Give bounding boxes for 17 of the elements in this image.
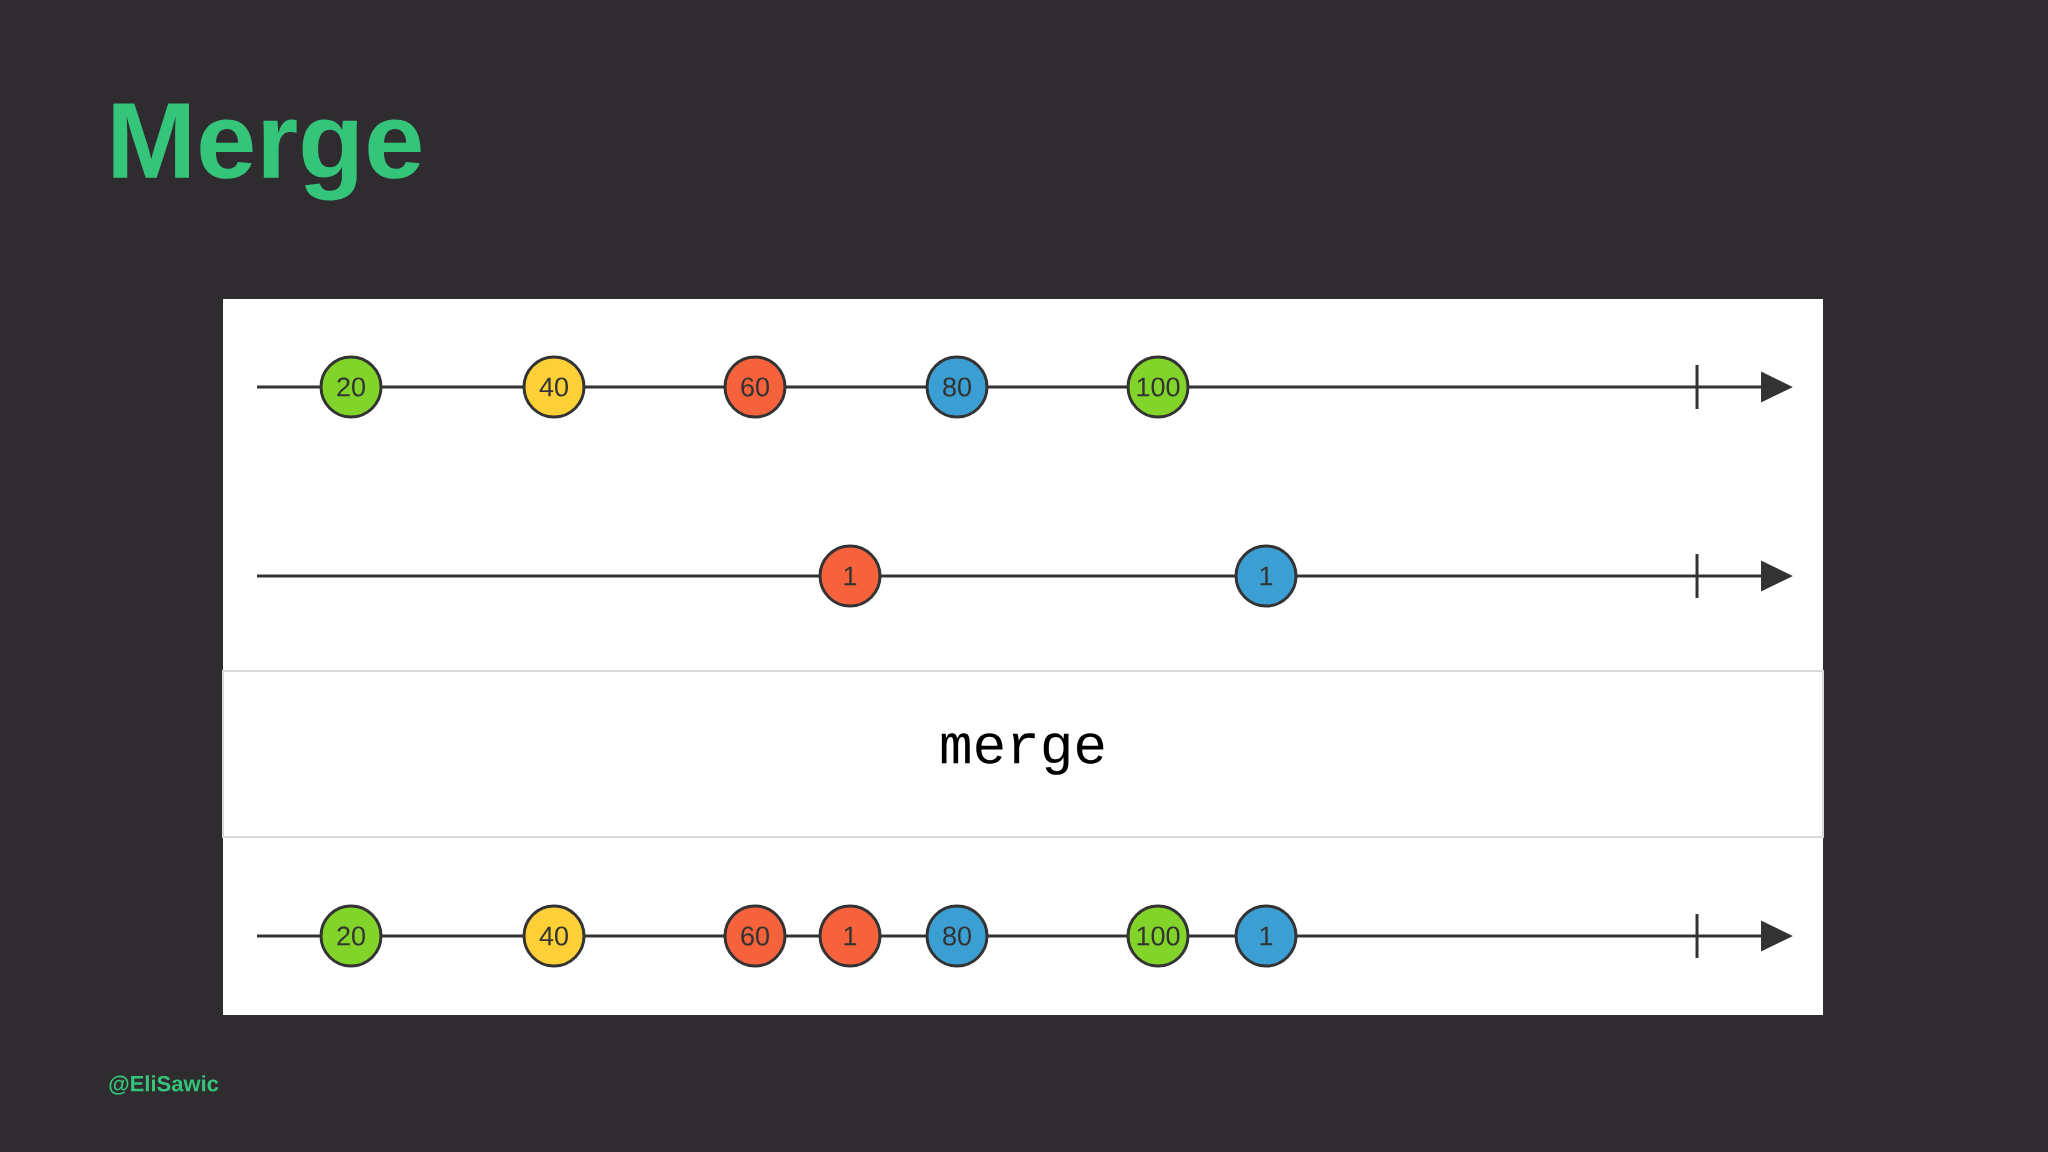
marble: 20 — [319, 355, 383, 419]
marble: 80 — [925, 904, 989, 968]
title: Merge — [113, 103, 421, 201]
marble: 1 — [818, 544, 882, 608]
operator-box: merge — [222, 670, 1824, 838]
marble: 80 — [925, 355, 989, 419]
marble: 20 — [319, 904, 383, 968]
marble: 1 — [1234, 544, 1298, 608]
marble: 60 — [723, 355, 787, 419]
marble: 1 — [818, 904, 882, 968]
handle-text: @EliSawic — [109, 1075, 219, 1095]
marble: 60 — [723, 904, 787, 968]
marble: 40 — [522, 904, 586, 968]
marble: 100 — [1126, 355, 1190, 419]
marble: 100 — [1126, 904, 1190, 968]
marble: 40 — [522, 355, 586, 419]
marble: 1 — [1234, 904, 1298, 968]
